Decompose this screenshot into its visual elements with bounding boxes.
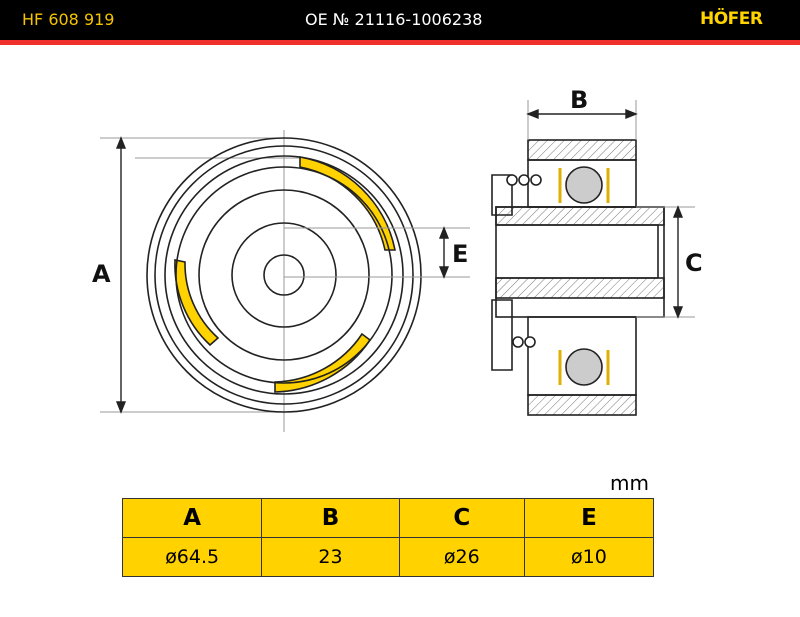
header-a: A — [121, 498, 263, 538]
front-view — [100, 130, 470, 432]
header-c: C — [398, 498, 525, 538]
header-stripe — [0, 40, 800, 45]
value-a: ø64.5 — [121, 537, 263, 577]
dimension-e — [438, 226, 450, 279]
header-b: B — [261, 498, 400, 538]
technical-drawing: A E B C — [92, 86, 703, 432]
label-b: B — [570, 86, 588, 114]
dimension-a — [115, 136, 127, 414]
table-header-row: A B C E — [121, 498, 655, 538]
label-c: C — [685, 249, 703, 277]
header-bar — [0, 0, 800, 40]
dimension-b — [526, 108, 638, 120]
value-c: ø26 — [398, 537, 525, 577]
header-e: E — [523, 498, 655, 538]
label-a: A — [92, 260, 111, 288]
side-view — [491, 100, 695, 416]
part-number: HF 608 919 — [22, 10, 115, 29]
dimensions-table: A B C E ø64.5 23 ø26 ø10 — [121, 498, 655, 577]
dimension-c — [672, 205, 684, 319]
value-b: 23 — [261, 537, 400, 577]
value-e: ø10 — [523, 537, 655, 577]
table-row: ø64.5 23 ø26 ø10 — [121, 537, 655, 577]
label-e: E — [452, 240, 468, 268]
brand-logo: HÖFER — [700, 9, 763, 29]
oe-number: OE № 21116-1006238 — [305, 10, 483, 29]
unit-label: mm — [610, 471, 649, 495]
